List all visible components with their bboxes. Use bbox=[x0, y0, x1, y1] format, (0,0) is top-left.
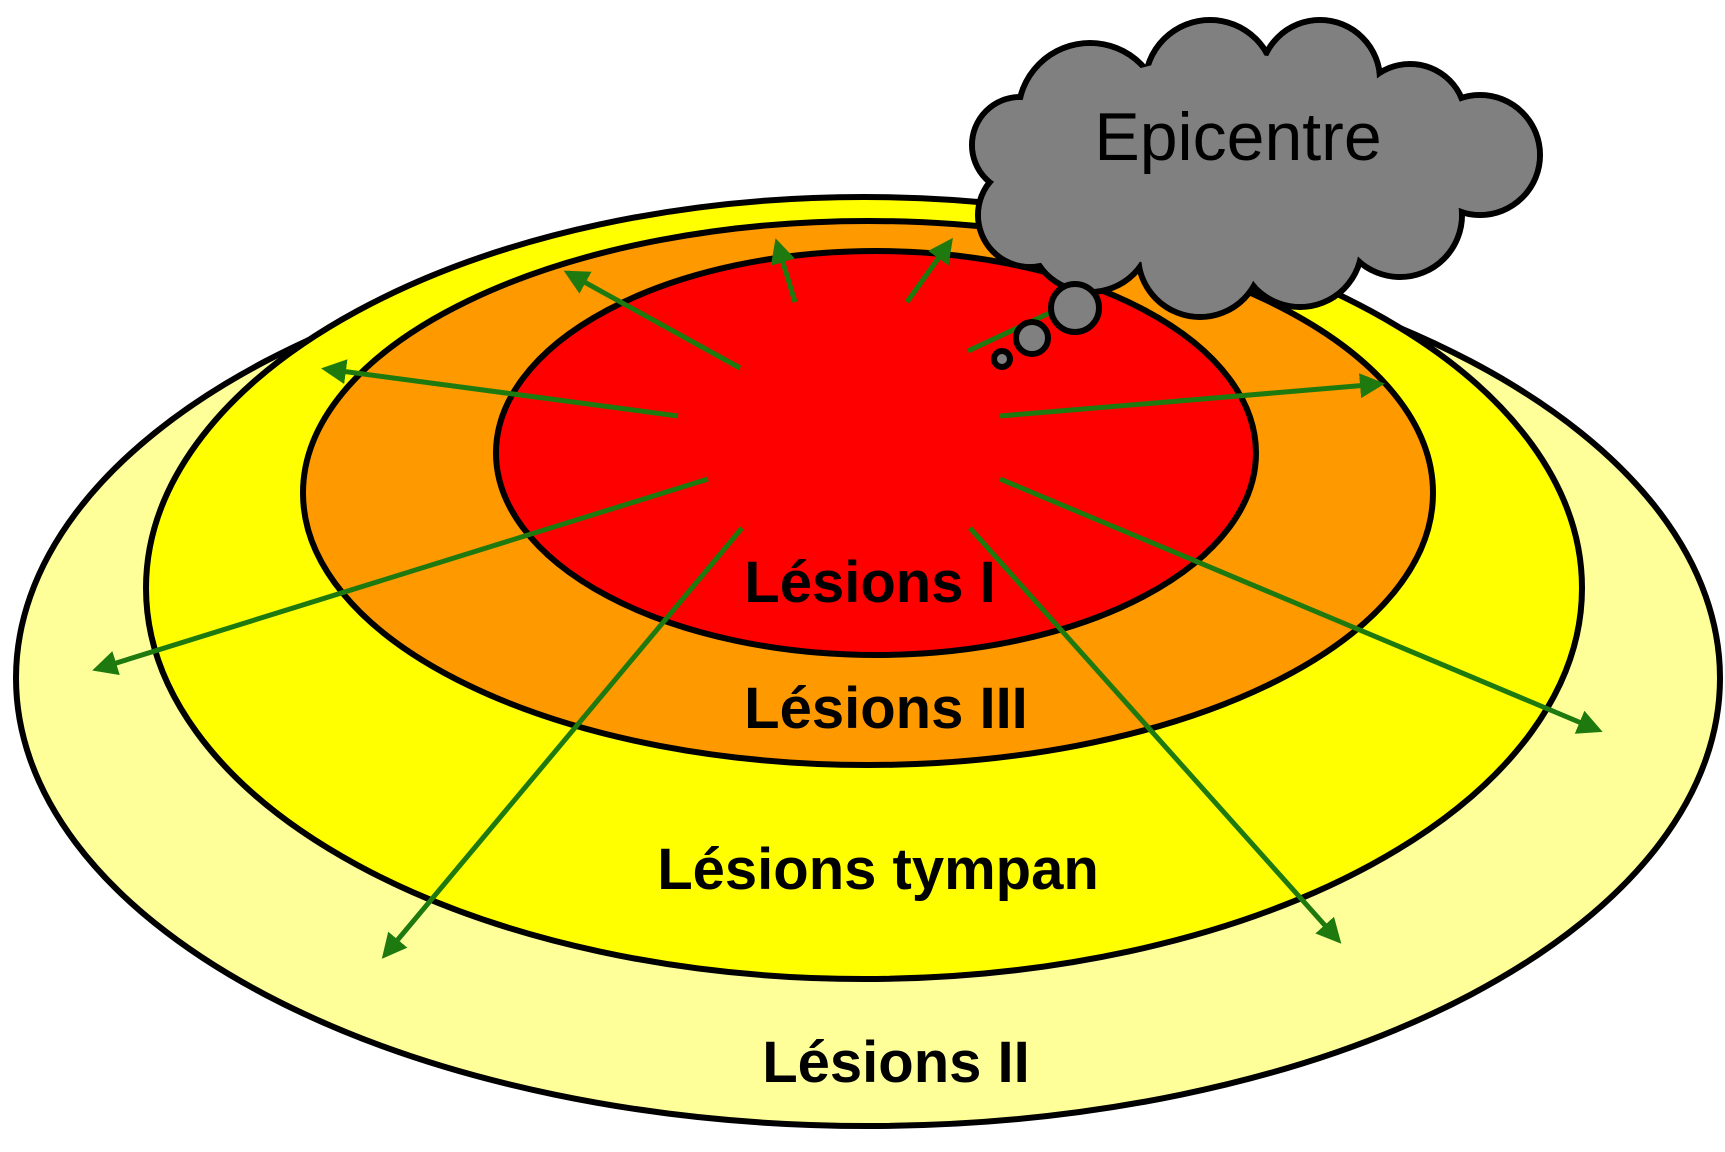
label-lesions-tympan: Lésions tympan bbox=[657, 837, 1099, 902]
bubble-medium bbox=[1016, 322, 1048, 354]
epicentre-cloud: Epicentre bbox=[972, 20, 1540, 317]
bubble-small bbox=[994, 351, 1010, 367]
label-lesions-i: Lésions I bbox=[744, 550, 995, 615]
epicentre-label: Epicentre bbox=[1094, 99, 1381, 175]
label-lesions-iii: Lésions III bbox=[744, 676, 1028, 741]
bubble-large bbox=[1051, 284, 1099, 332]
label-lesions-ii: Lésions II bbox=[762, 1030, 1030, 1095]
